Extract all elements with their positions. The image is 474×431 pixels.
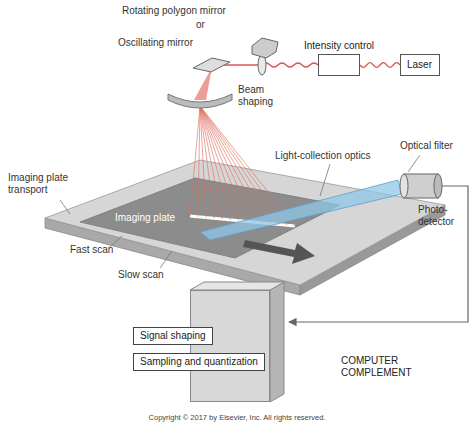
part-label: Optical filter xyxy=(400,140,453,152)
computer-tower: COMPUTER COMPLEMENTSignal shapingSamplin… xyxy=(190,290,270,402)
oscillating-mirror xyxy=(193,58,230,72)
leader-line xyxy=(320,164,330,196)
copyright-note: Copyright © 2017 by Elsevier, Inc. All r… xyxy=(0,414,474,423)
intensity-box: Intensity control xyxy=(318,54,360,76)
photodetector-end xyxy=(434,174,442,198)
process-box: Sampling and quantization xyxy=(133,353,265,371)
laser-ray xyxy=(200,106,263,223)
part-label: Imaging plate transport xyxy=(8,172,88,195)
node-text: Intensity control xyxy=(304,40,374,52)
laser-beam xyxy=(262,63,318,67)
laser-ray xyxy=(200,106,279,224)
computer-top xyxy=(190,282,284,290)
laser-beam-connector xyxy=(360,63,400,68)
part-label: Imaging plate xyxy=(115,212,175,224)
laser-fan xyxy=(190,106,295,226)
part-label: Light-collection optics xyxy=(275,150,371,162)
laser-ray xyxy=(200,106,295,226)
laser-box: Laser xyxy=(400,54,440,76)
polygon-mirror xyxy=(252,38,278,58)
light-guide xyxy=(200,180,402,240)
part-label: Beam shaping xyxy=(238,84,284,107)
optical-filter xyxy=(400,174,408,198)
slow-scan-arrow xyxy=(243,240,315,264)
laser-ray xyxy=(200,106,271,224)
laser-ray xyxy=(200,106,238,221)
leader-line xyxy=(160,251,172,268)
node-text: Signal shaping xyxy=(140,330,206,342)
leader-line xyxy=(60,200,70,214)
part-label: Rotating polygon mirror xyxy=(122,5,226,17)
laser-ray xyxy=(200,106,230,220)
part-label: Slow scan xyxy=(118,269,164,281)
node-text: COMPUTER COMPLEMENT xyxy=(341,355,423,378)
part-label: Photo-detector xyxy=(418,204,464,227)
process-box: Signal shaping xyxy=(133,327,213,345)
beam-shaping-optic xyxy=(168,94,232,108)
computer-side xyxy=(270,282,284,402)
platform-top xyxy=(45,160,445,285)
photodetector-body xyxy=(404,174,438,198)
laser-ray xyxy=(190,106,200,216)
laser-ray xyxy=(200,106,247,221)
leader-line xyxy=(408,155,420,172)
part-label: Fast scan xyxy=(70,244,113,256)
node-text: Laser xyxy=(407,59,432,71)
laser-ray xyxy=(200,106,287,225)
part-label: Oscillating mirror xyxy=(118,37,193,49)
laser-ray xyxy=(198,106,200,217)
part-label: or xyxy=(196,19,205,31)
node-text: Sampling and quantization xyxy=(140,356,258,368)
signal-wire xyxy=(289,186,468,322)
